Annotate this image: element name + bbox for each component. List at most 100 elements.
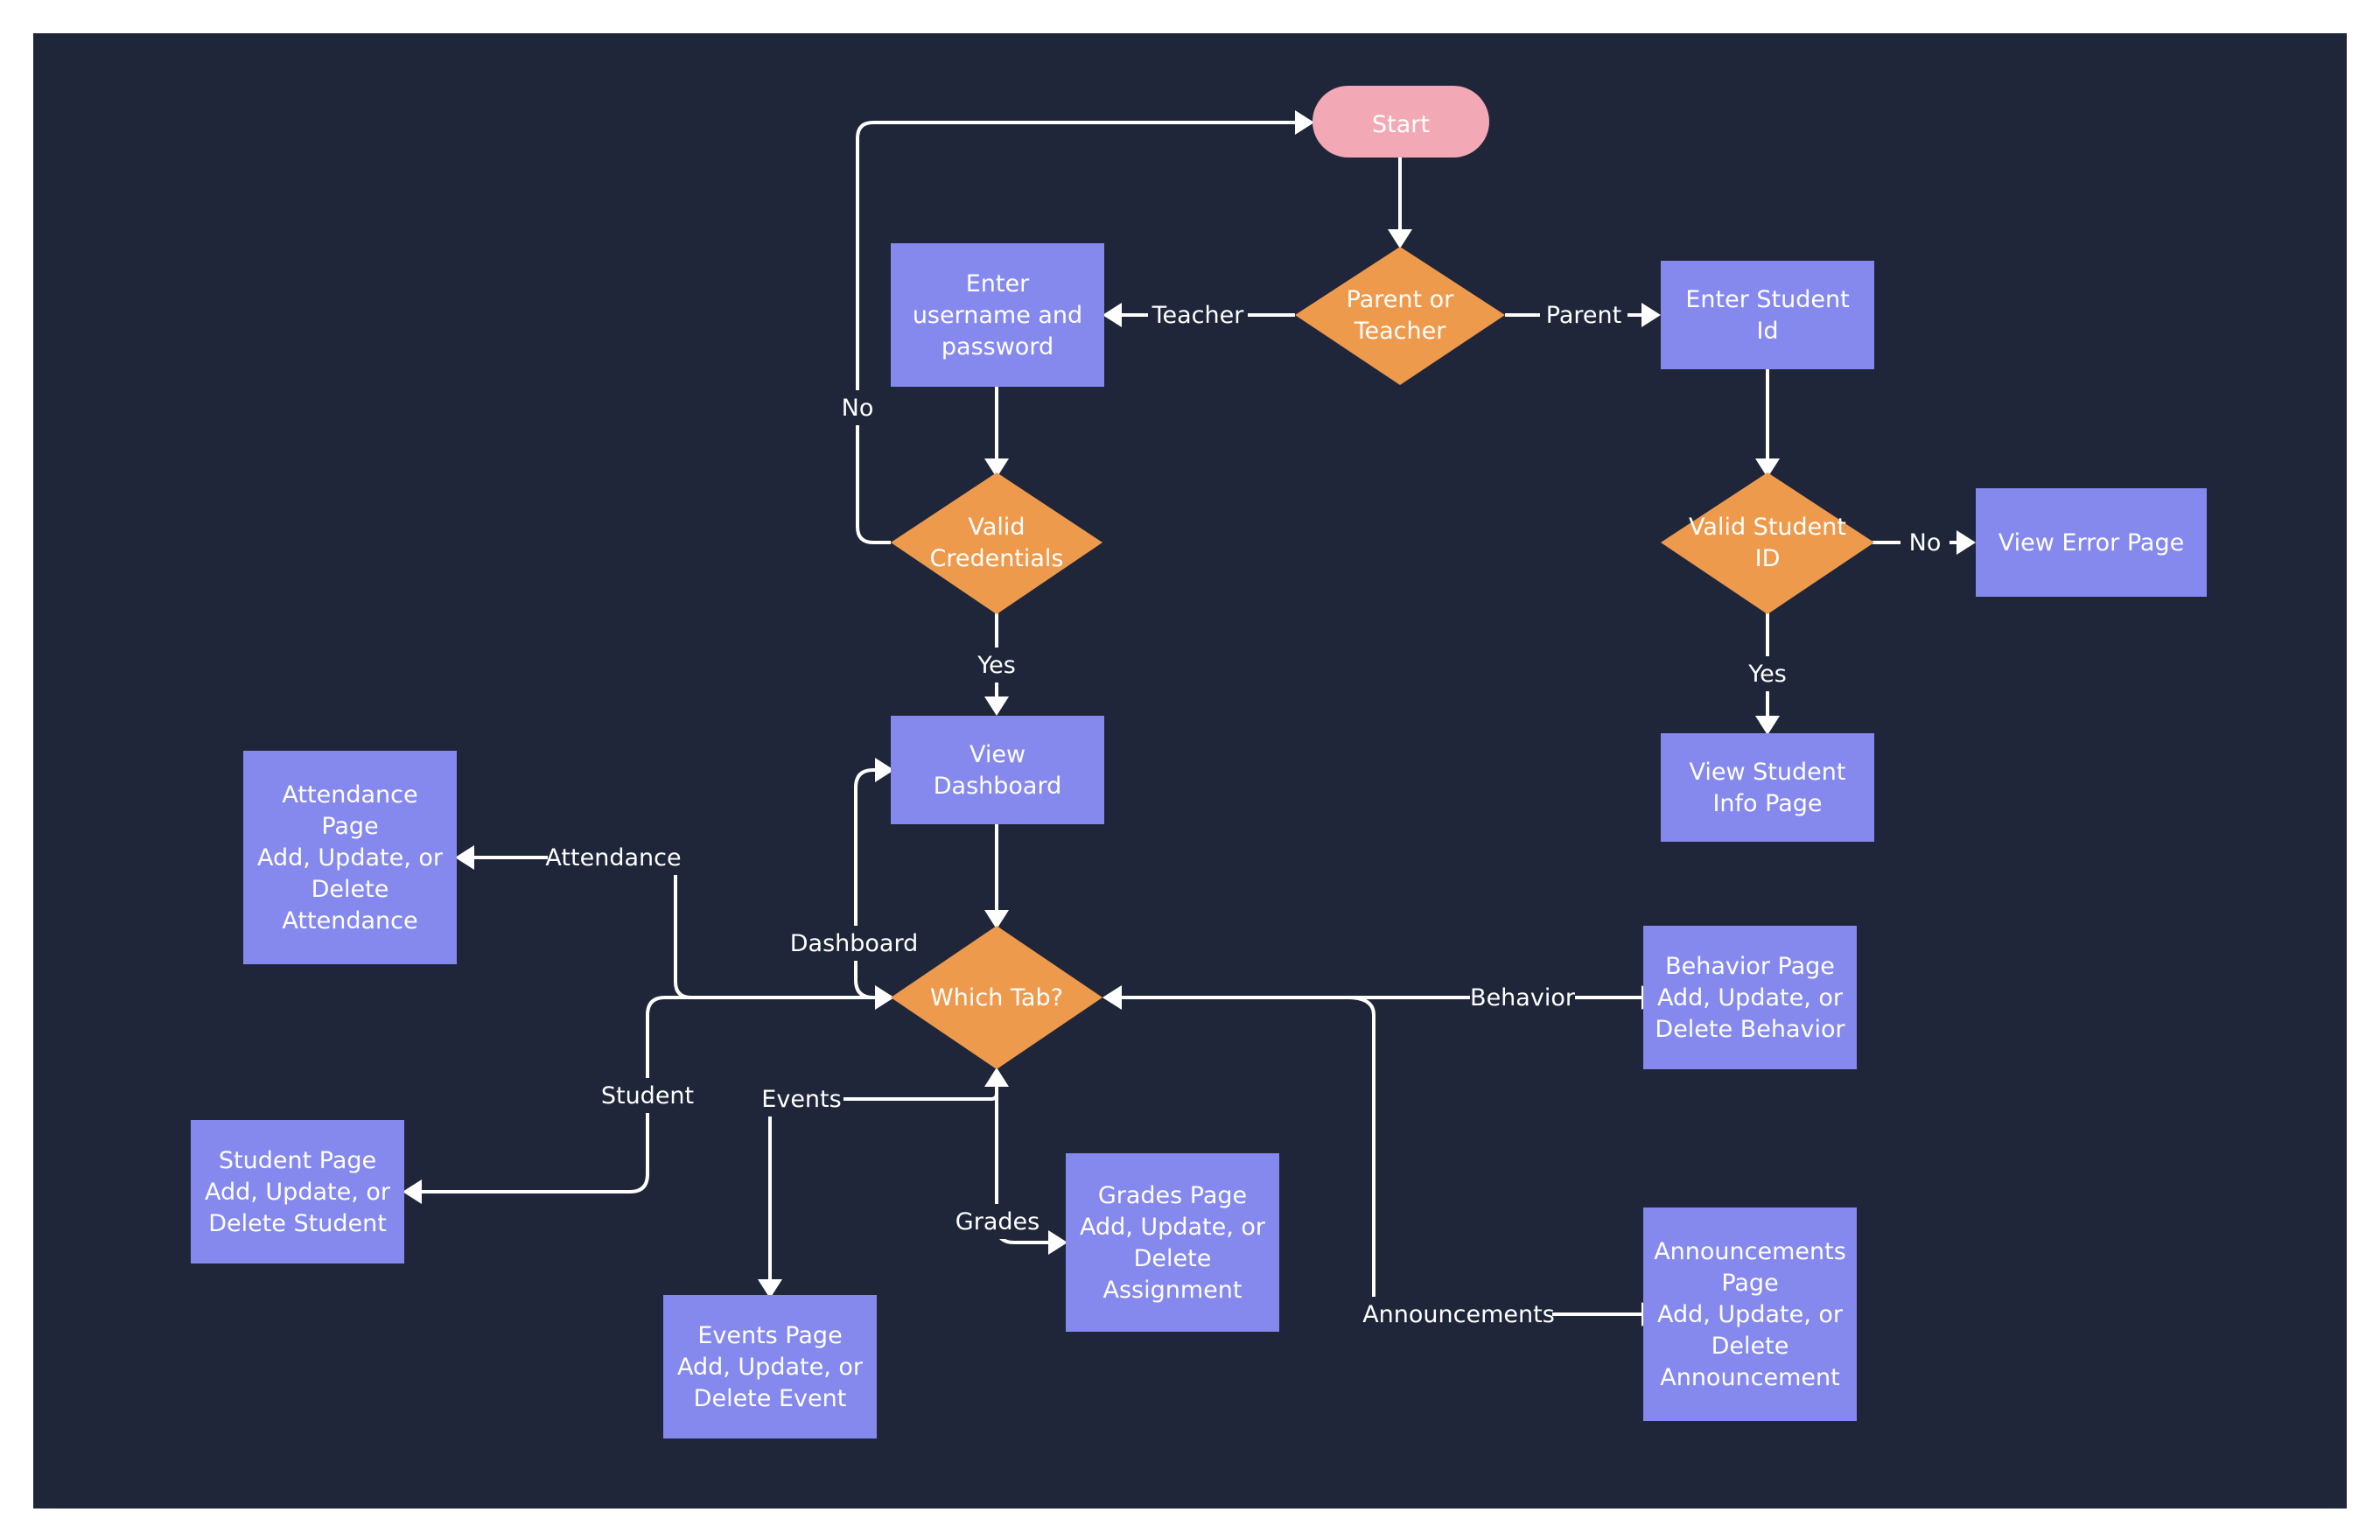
node-behavior-page[interactable] (1643, 926, 1857, 1069)
node-text-line: Delete Behavior (1655, 1016, 1845, 1043)
label-behavior: Behavior (1470, 984, 1576, 1012)
node-events-page[interactable] (663, 1295, 877, 1438)
node-text-line: Add, Update, or (1080, 1214, 1266, 1241)
arrowhead (875, 758, 894, 782)
arrowhead (1102, 985, 1122, 1010)
node-text-line: View (970, 741, 1026, 768)
node-text-line: View Student (1690, 759, 1846, 786)
node-text-line: Add, Update, or (677, 1354, 864, 1381)
node-text-line: Behavior Page (1665, 953, 1835, 980)
arrowhead (1956, 530, 1976, 555)
node-valid-credentials[interactable] (891, 472, 1102, 614)
edge-dashboard-loop (854, 768, 875, 999)
arrowhead (1755, 458, 1780, 478)
node-text-line: username and (913, 302, 1082, 329)
arrowhead (1295, 110, 1314, 135)
arrowhead (984, 910, 1009, 929)
node-text-line: Delete (312, 876, 389, 903)
node-text-line: Delete Student (208, 1210, 387, 1237)
node-text-line: Enter Student (1685, 286, 1849, 313)
label-announcements: Announcements (1362, 1301, 1555, 1328)
node-text-line: Valid (968, 514, 1025, 541)
arrowhead (984, 1068, 1009, 1087)
label-attendance: Attendance (545, 844, 681, 872)
label-dashboard: Dashboard (790, 930, 918, 957)
node-text-view-error-page: View Error Page (1998, 529, 2184, 556)
node-attendance-page[interactable] (243, 751, 457, 964)
node-text-line: Delete Event (694, 1385, 847, 1412)
node-text-line: Attendance (282, 781, 417, 808)
node-text-line: Dashboard (934, 773, 1061, 800)
node-enter-student-id[interactable] (1661, 261, 1874, 369)
edge-announcements (1347, 996, 1642, 1316)
node-text-line: Page (1721, 1270, 1778, 1297)
node-text-which-tab: Which Tab? (930, 984, 1063, 1012)
label-no-student: No (1909, 529, 1942, 556)
label-teacher: Teacher (1152, 302, 1245, 329)
node-student-page[interactable] (191, 1120, 404, 1264)
label-yes-student: Yes (1747, 661, 1787, 688)
node-text-line: Assignment (1103, 1277, 1242, 1304)
label-student: Student (601, 1082, 694, 1110)
node-which-tab[interactable] (891, 926, 1102, 1069)
node-text-line: Grades Page (1098, 1182, 1247, 1209)
edge-no-credentials (856, 121, 1295, 544)
node-text-line: ID (1755, 545, 1781, 572)
node-text-line: Events Page (697, 1322, 842, 1349)
node-text-line: Enter (966, 270, 1030, 298)
arrowhead (1048, 1230, 1068, 1255)
node-text-parent-or-teacher: Parent or Teacher (1347, 286, 1455, 345)
node-text-line: Add, Update, or (257, 844, 444, 872)
arrowhead (1388, 229, 1412, 248)
arrowhead (984, 458, 1009, 478)
node-announcements-page[interactable] (1643, 1208, 1857, 1421)
arrowhead (1102, 303, 1122, 327)
node-text-line: Add, Update, or (1657, 984, 1844, 1012)
node-text-line: Parent or (1347, 286, 1455, 313)
node-text-line: Attendance (282, 907, 417, 934)
node-grades-page[interactable] (1066, 1153, 1279, 1332)
node-text-line: Page (321, 813, 378, 840)
arrowhead (455, 845, 474, 870)
label-grades: Grades (956, 1208, 1040, 1236)
node-parent-or-teacher[interactable] (1295, 247, 1505, 385)
node-text-line: Announcements (1654, 1238, 1846, 1265)
node-text-line: Id (1756, 318, 1778, 345)
node-text-line: Delete (1134, 1245, 1212, 1272)
label-yes-credentials: Yes (976, 652, 1016, 679)
node-view-error-page[interactable] (1976, 488, 2207, 597)
arrowhead (1755, 716, 1780, 735)
node-text-line: Credentials (929, 545, 1063, 572)
label-events: Events (761, 1086, 841, 1113)
node-text-line: Info Page (1712, 790, 1822, 817)
node-text-line: Valid Student (1689, 514, 1846, 541)
node-view-student-info[interactable] (1661, 733, 1874, 842)
node-text-line: View Error Page (1998, 529, 2184, 556)
node-start[interactable] (1312, 86, 1489, 158)
node-view-dashboard[interactable] (891, 716, 1104, 824)
node-text-enter-credentials: Enter username and password (913, 270, 1082, 360)
label-parent: Parent (1546, 302, 1621, 329)
arrowhead (758, 1279, 782, 1298)
node-enter-credentials[interactable] (891, 243, 1104, 387)
node-text-line: Add, Update, or (205, 1179, 391, 1206)
node-text-line: Student Page (219, 1147, 376, 1174)
node-valid-student-id[interactable] (1661, 472, 1874, 614)
arrowhead (1642, 303, 1661, 327)
node-text-line: Which Tab? (930, 984, 1063, 1012)
arrowhead (402, 1180, 422, 1204)
node-text-line: Teacher (1354, 318, 1447, 345)
node-text-line: password (942, 333, 1054, 360)
node-text-line: Announcement (1660, 1364, 1840, 1391)
